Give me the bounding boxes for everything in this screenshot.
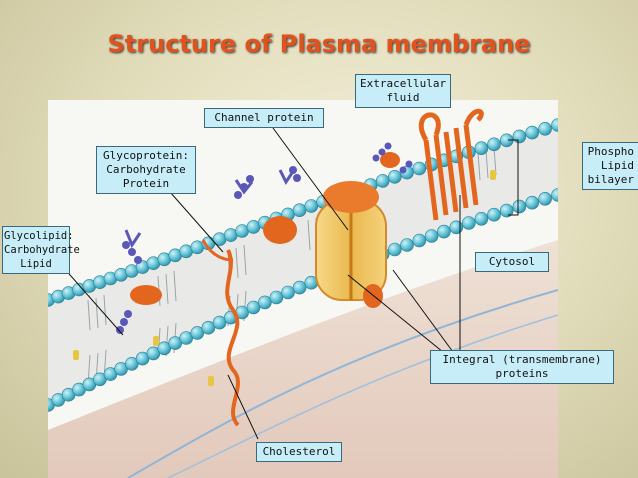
- phospholipid-head: [512, 199, 527, 214]
- phospholipid-heads-outer: [48, 118, 558, 307]
- cholesterol-molecules: [73, 170, 496, 386]
- label-integral-proteins: Integral (transmembrane) proteins: [430, 350, 614, 384]
- phospholipid-head: [487, 207, 501, 222]
- phospholipid-head: [157, 341, 172, 356]
- phospholipid-head: [538, 192, 552, 206]
- phospholipid-head: [412, 161, 427, 176]
- phospholipid-head: [400, 238, 414, 252]
- label-extracellular-fluid: Extracellular fluid: [355, 74, 451, 108]
- phospholipid-head: [246, 300, 261, 315]
- phospholipid-head: [304, 199, 319, 213]
- label-glycolipid: Glycolipid: Carbohydrate Lipid: [2, 226, 80, 274]
- phospholipid-head: [235, 224, 249, 238]
- phospholipid-head: [387, 242, 402, 257]
- label-cytosol: Cytosol: [475, 252, 549, 272]
- phospholipid-head: [292, 280, 307, 295]
- phospholipid-head: [551, 188, 558, 202]
- phospholipid-head: [551, 118, 558, 132]
- label-glycoprotein: Glycoprotein: Carbohydrate Protein: [96, 146, 196, 194]
- peripheral-proteins: [130, 152, 400, 305]
- phospholipid-head: [387, 170, 402, 184]
- phospholipid-head: [292, 203, 307, 217]
- plasma-membrane-illustration: [48, 100, 558, 478]
- label-phospholipid-bilayer: Phospho Lipid bilayer: [582, 142, 638, 190]
- label-cholesterol: Cholesterol: [256, 442, 342, 462]
- phospholipid-head: [499, 203, 514, 218]
- phospholipid-head: [525, 125, 540, 140]
- transmembrane-helix-protein: [418, 108, 484, 221]
- phospholipid-head: [246, 220, 261, 234]
- label-channel-protein: Channel protein: [204, 108, 324, 128]
- cytoskeleton-filament: [127, 289, 558, 478]
- phospholipid-head: [168, 336, 182, 350]
- phospholipid-head: [212, 315, 227, 330]
- phospholipid-head: [281, 285, 295, 300]
- phospholipid-head: [179, 331, 193, 345]
- slide-title: Structure of Plasma membrane: [107, 30, 531, 58]
- phospholipid-head: [449, 220, 464, 235]
- phospholipid-head: [487, 137, 501, 152]
- channel-protein-shape: [315, 181, 387, 308]
- phospholipid-head: [437, 224, 451, 239]
- phospholipid-head: [258, 295, 272, 310]
- phospholipid-head: [201, 320, 216, 335]
- phospholipid-head: [375, 174, 390, 188]
- cytoskeleton-filament: [167, 314, 558, 478]
- phospholipid-head: [269, 290, 284, 305]
- glycoprotein-coil: [225, 249, 240, 427]
- phospholipid-head: [190, 326, 205, 340]
- phospholipid-head: [512, 129, 527, 144]
- phospholipid-head: [424, 229, 439, 243]
- phospholipid-head: [412, 233, 427, 248]
- phospholipid-head: [525, 195, 540, 210]
- phospholipid-head: [538, 121, 552, 136]
- cytosol-region: [48, 240, 558, 478]
- phospholipid-head: [474, 141, 489, 156]
- phospholipid-head: [461, 216, 476, 230]
- phospholipid-head: [474, 212, 489, 226]
